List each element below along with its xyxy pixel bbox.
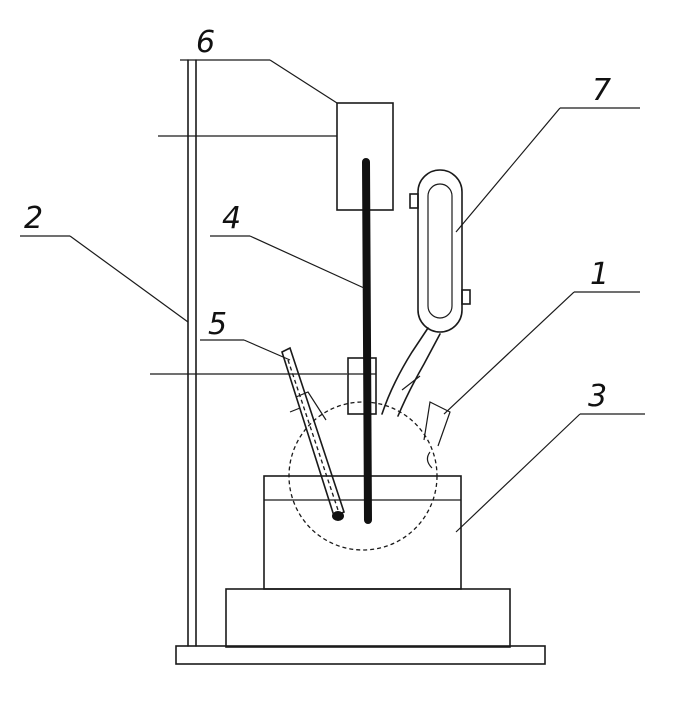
label-flask: 1: [590, 257, 609, 292]
leader-lines: [20, 59, 645, 533]
heater-platform: [225, 588, 511, 648]
reaction-flask: [288, 357, 451, 551]
condenser-tube: [381, 327, 441, 417]
thermometer: [281, 346, 345, 521]
label-heater: 3: [588, 379, 607, 414]
heating-mantle: [263, 475, 462, 590]
label-stirrer-rod: 4: [222, 201, 241, 236]
label-condenser: 7: [592, 73, 611, 108]
label-thermometer: 5: [208, 307, 227, 342]
label-stand: 2: [24, 201, 43, 236]
label-motor: 6: [196, 25, 215, 60]
condenser: [409, 169, 471, 333]
base-plate: [175, 645, 546, 665]
stirrer-rod: [362, 158, 372, 524]
stand-pole: [187, 59, 197, 647]
clamp-arms: [150, 135, 347, 375]
